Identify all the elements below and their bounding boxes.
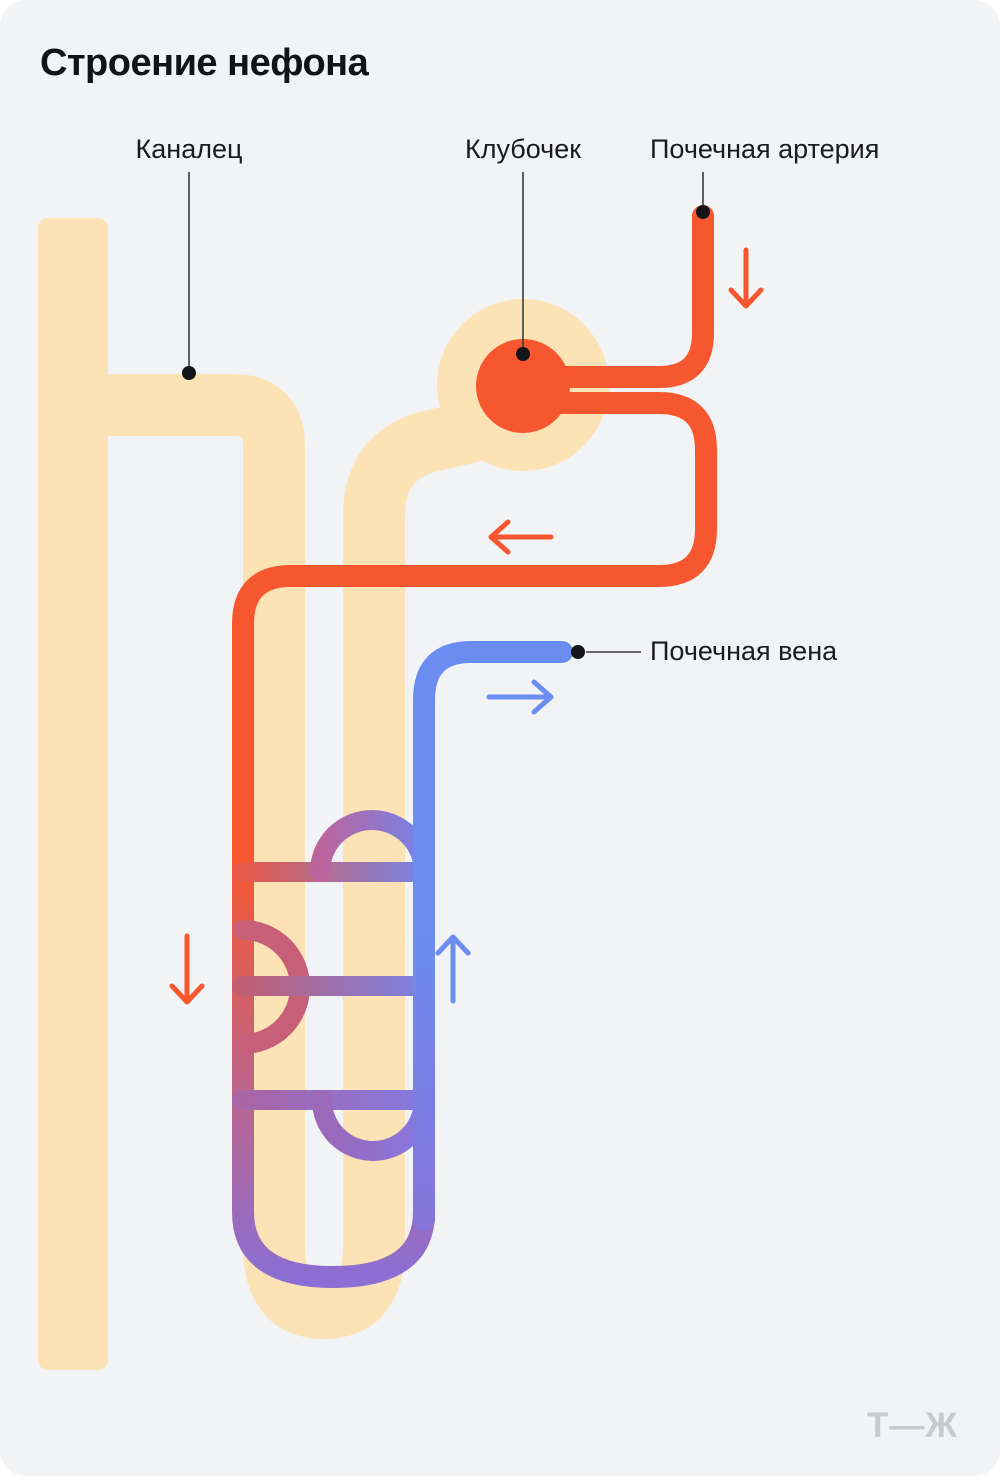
capillary-flow-down-arrow-icon [169,933,205,1005]
glomerulus [476,339,570,433]
label-tubule: Каналец [135,134,243,164]
collecting-duct [38,218,108,1370]
pointer-dot-tubule [182,366,196,380]
label-glomerulus: Клубочек [464,134,582,164]
renal-artery-afferent [545,205,714,388]
vein-flow-right-arrow-icon [486,679,554,715]
artery-flow-down-arrow-icon [728,247,764,309]
renal-vein [413,641,573,1231]
pointer-dot-renal-artery [696,205,710,219]
label-renal-artery: Почечная артерия [650,134,880,164]
pointer-dot-renal-vein [571,645,585,659]
pointer-dot-glomerulus [516,347,530,361]
capillary-flow-up-arrow-icon [435,934,471,1004]
label-renal-vein: Почечная вена [650,636,838,666]
nephron-tubule-loop [100,374,486,1340]
renal-artery-efferent-capillary [232,392,717,1289]
page-title: Строение нефона [40,42,369,84]
efferent-flow-left-arrow-icon [488,519,554,555]
brand-logo: Т—Ж [866,1406,958,1445]
